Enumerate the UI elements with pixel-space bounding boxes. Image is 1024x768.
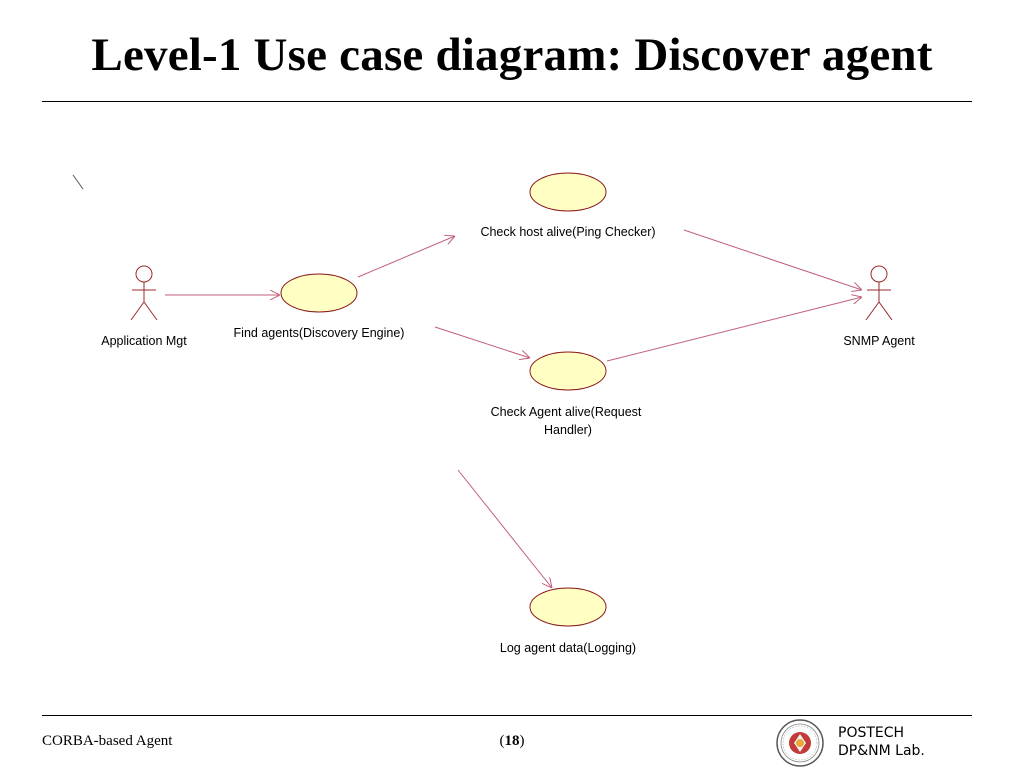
postech-seal-logo (776, 719, 824, 767)
actor-label-snmp-agent: SNMP Agent (843, 334, 915, 348)
actor-label-application-mgt: Application Mgt (101, 334, 187, 348)
connector-checkhost-snmp (683, 229, 862, 290)
actor-leg-right (878, 301, 893, 321)
usecase-label-check-host-alive: Check host alive(Ping Checker) (480, 225, 655, 239)
actor-leg-right (143, 301, 158, 321)
usecase-label-check-agent-alive-line1: Check Agent alive(Request (491, 405, 642, 419)
org-line-1: POSTECH (838, 725, 905, 741)
page-open-paren: ( (499, 733, 505, 749)
page-number: 18 (504, 733, 520, 749)
connector-find-checkhost (357, 236, 455, 278)
actor-leg-left (865, 301, 880, 321)
usecase-label-check-agent-alive-line2: Handler) (544, 423, 592, 437)
connector-find-log (457, 469, 552, 588)
usecase-check-host-alive[interactable] (529, 172, 607, 212)
actor-application-mgt[interactable] (130, 265, 158, 321)
actor-snmp-agent[interactable] (865, 265, 893, 321)
connector-checkagent-snmp (606, 297, 862, 362)
title-divider (42, 101, 972, 102)
org-name: POSTECH DP&NM Lab. (838, 724, 925, 760)
connectors (165, 229, 862, 588)
connector-find-checkagent (434, 326, 530, 358)
usecase-label-log-agent-data: Log agent data(Logging) (500, 641, 636, 655)
usecase-find-agents[interactable] (280, 273, 358, 313)
actor-leg-left (130, 301, 145, 321)
use-cases (280, 172, 607, 627)
use-case-diagram: Application Mgt SNMP Agent Find agents(D… (72, 172, 915, 655)
footer-page-number: (18) (0, 733, 1024, 750)
usecase-label-find-agents: Find agents(Discovery Engine) (234, 326, 405, 340)
stray-mark (72, 174, 84, 190)
org-line-2: DP&NM Lab. (838, 743, 925, 759)
actor-head (870, 265, 888, 283)
actor-head (135, 265, 153, 283)
page-close-paren: ) (519, 733, 525, 749)
footer-course-title: CORBA-based Agent (42, 733, 173, 749)
slide-title: Level-1 Use case diagram: Discover agent (91, 29, 933, 81)
footer-divider (42, 715, 972, 716)
usecase-check-agent-alive[interactable] (529, 351, 607, 391)
usecase-log-agent-data[interactable] (529, 587, 607, 627)
